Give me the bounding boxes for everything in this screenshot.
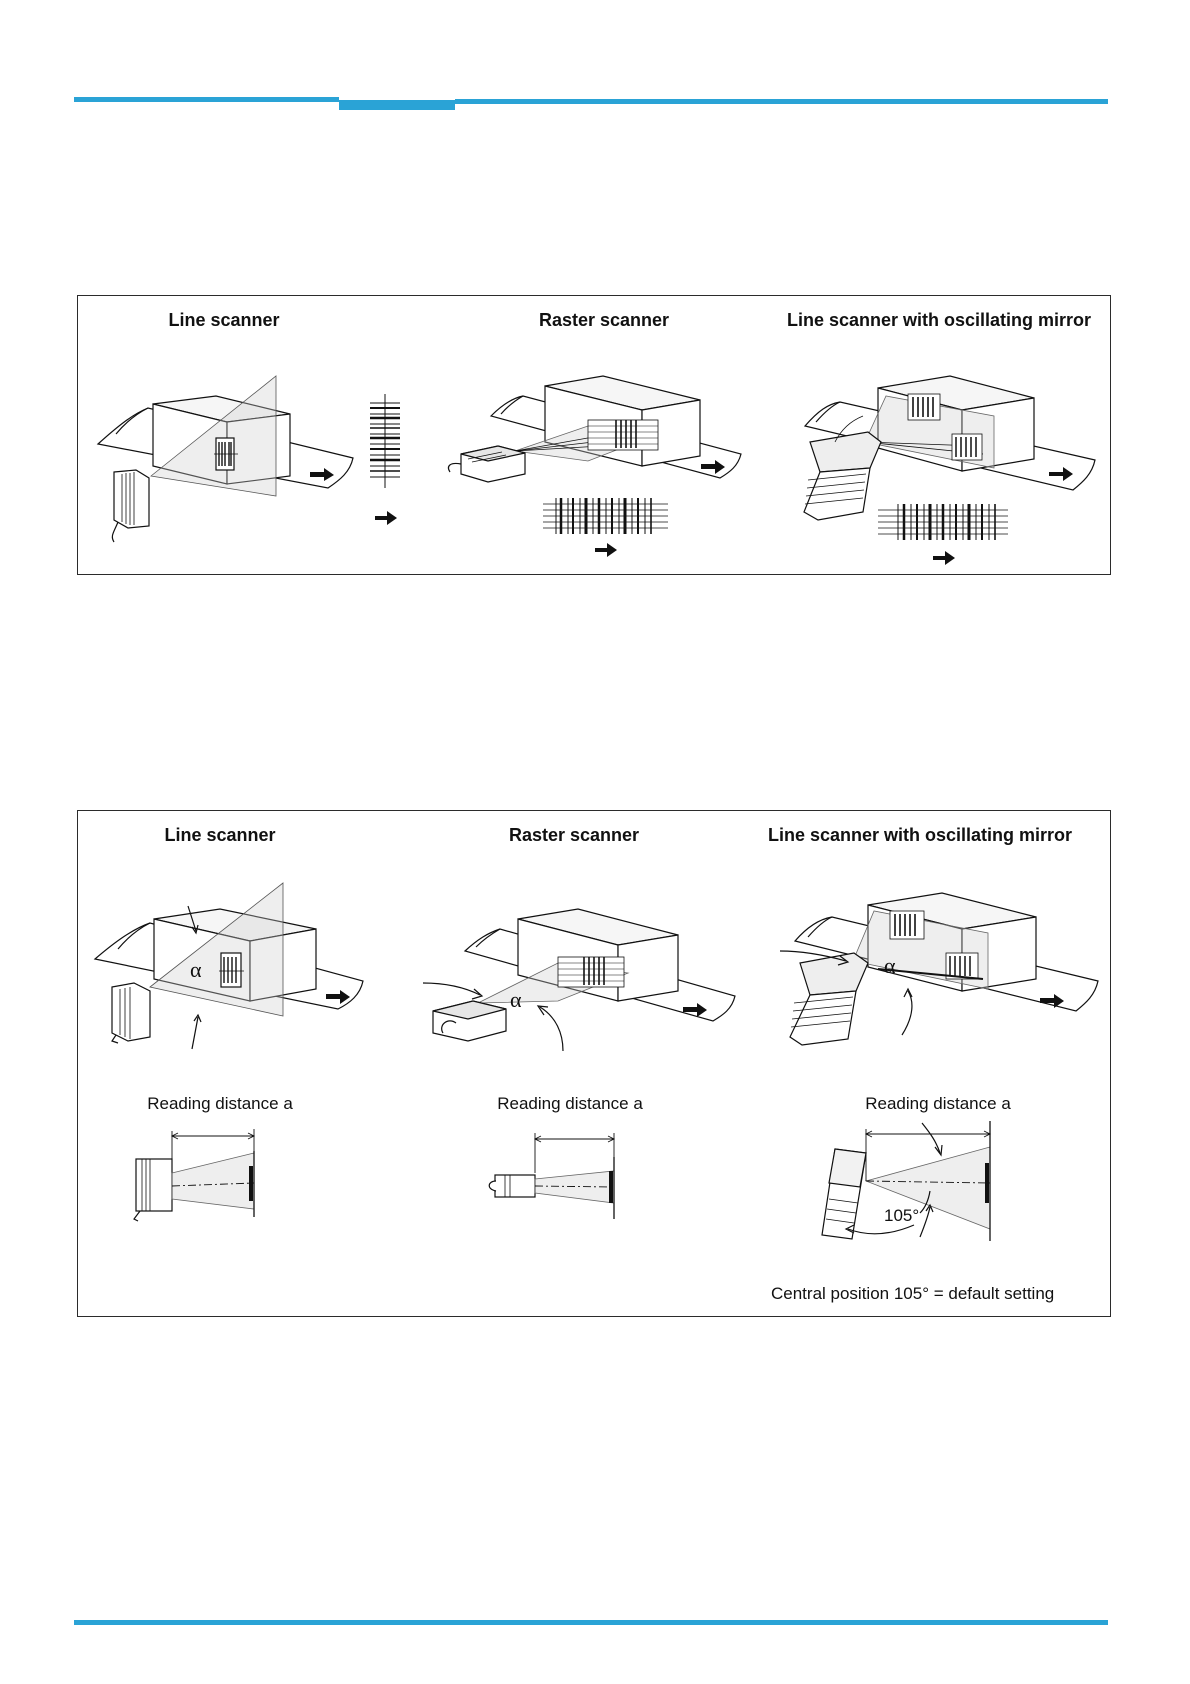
scanner-types-illustration xyxy=(78,296,1112,576)
alpha-symbol-raster: α xyxy=(510,987,522,1012)
line-scanner-angle-scene: α xyxy=(95,883,363,1049)
raster-scanner-scene xyxy=(448,376,741,557)
figure-scanner-types: Line scanner Raster scanner Line scanner… xyxy=(77,295,1111,575)
header-rule-left xyxy=(74,97,339,102)
header-rule-right xyxy=(455,99,1108,104)
figure-reading-angle-distance: Line scanner Raster scanner Line scanner… xyxy=(77,810,1111,1317)
oscillating-mirror-scene xyxy=(804,376,1095,565)
reading-distance-line xyxy=(134,1129,254,1221)
reading-angle-illustration: α α xyxy=(78,811,1112,1318)
oscillating-mirror-angle-scene: α xyxy=(780,893,1098,1045)
footer-rule xyxy=(74,1620,1108,1625)
line-scanner-scene xyxy=(98,376,400,542)
alpha-symbol-line: α xyxy=(190,957,202,982)
alpha-symbol-mirror: α xyxy=(884,953,896,978)
reading-distance-mirror: 105° xyxy=(822,1121,990,1241)
header-rule-tab xyxy=(339,100,455,110)
raster-scanner-angle-scene: α xyxy=(423,909,735,1051)
angle-105-label: 105° xyxy=(884,1206,919,1225)
reading-distance-raster xyxy=(489,1133,614,1219)
